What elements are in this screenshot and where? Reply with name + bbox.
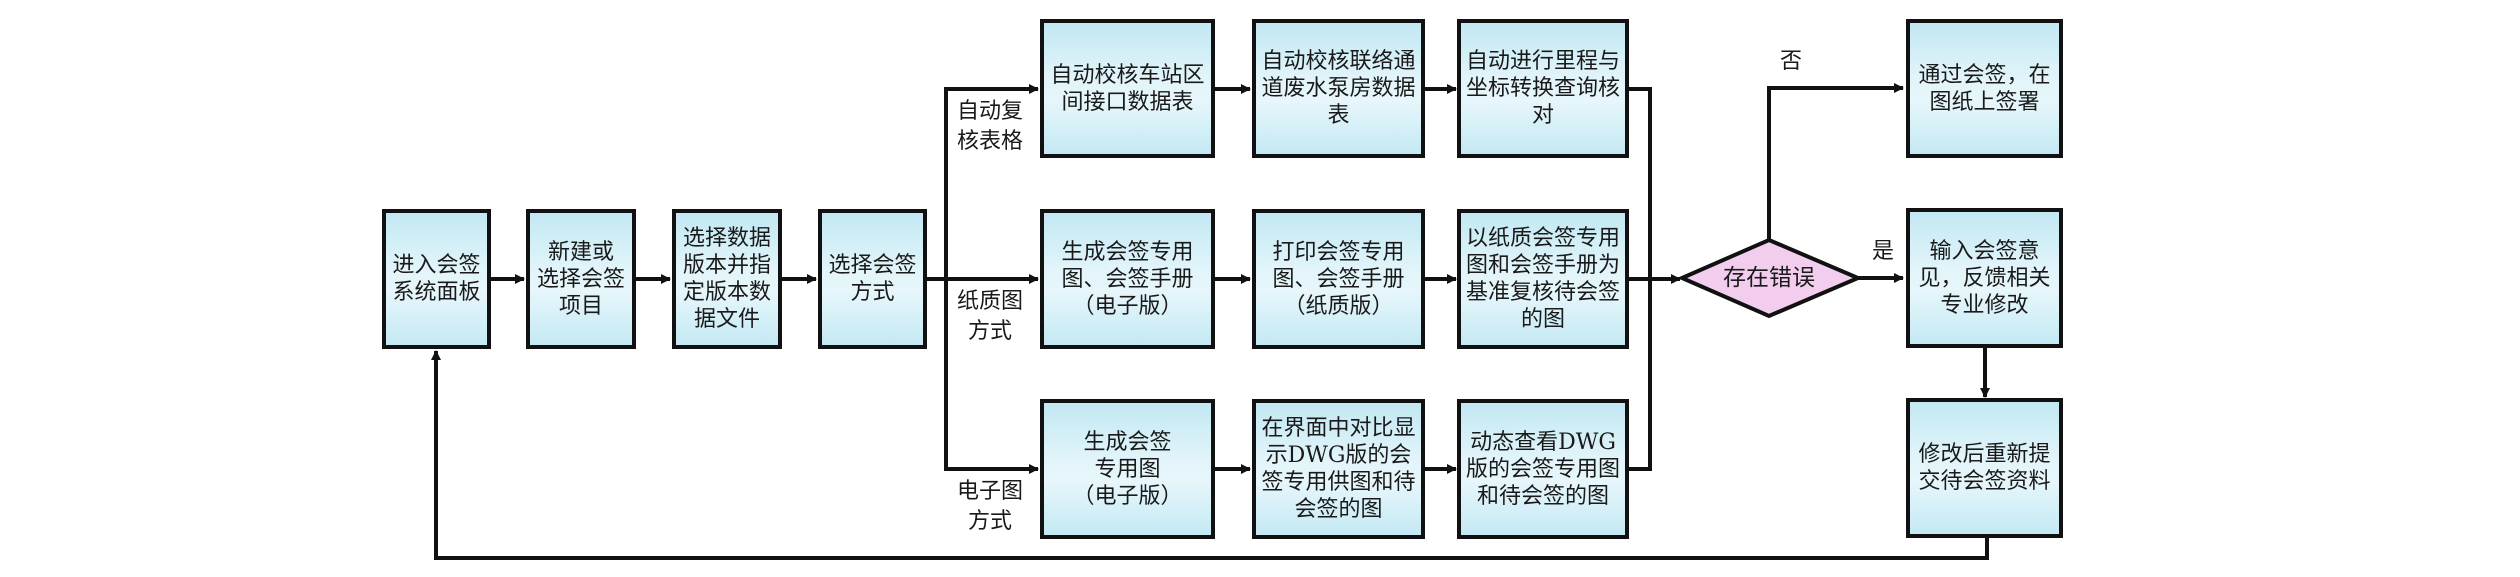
decision-text: 存在错误 — [1723, 265, 1815, 291]
box-text: 自动校核联络通 道废水泵房数据 表 — [1261, 49, 1416, 128]
box-feedback: 输入会签意 见，反馈相关 专业修改 — [1906, 208, 2063, 348]
decision-diamond — [1677, 237, 1864, 319]
box-paper-1: 生成会签专用 图、会签手册 （电子版） — [1040, 209, 1215, 349]
box-text: 打印会签专用 图、会签手册 （纸质版） — [1272, 239, 1405, 319]
merge-auto-line — [1628, 87, 1652, 471]
box-text: 新建或 选择会签 项目 — [536, 239, 625, 319]
box-text: 进入会签 系统面板 — [392, 253, 481, 305]
box-text: 生成会签专用 图、会签手册 （电子版） — [1061, 239, 1194, 319]
box-select-data-version: 选择数据 版本并指 定版本数 据文件 — [672, 209, 782, 349]
box-electronic-2: 在界面中对比显 示DWG版的会 签专用供图和待 会签的图 — [1252, 399, 1425, 539]
box-select-method: 选择会签 方式 — [818, 209, 927, 349]
box-text: 生成会签 专用图 （电子版） — [1072, 429, 1183, 509]
box-pass: 通过会签，在 图纸上签署 — [1906, 19, 2063, 158]
label-electronic: 电子图 方式 — [956, 479, 1023, 534]
box-text: 修改后重新提 交待会签资料 — [1918, 442, 2051, 494]
box-paper-3: 以纸质会签专用 图和会签手册为 基准复核待会签 的图 — [1457, 209, 1629, 349]
decision-yes-label: 是 — [1871, 239, 1894, 264]
box-paper-2: 打印会签专用 图、会签手册 （纸质版） — [1252, 209, 1425, 349]
box-new-or-select-project: 新建或 选择会签 项目 — [526, 209, 636, 349]
box-enter-panel: 进入会签 系统面板 — [382, 209, 491, 349]
box-auto-3: 自动进行里程与 坐标转换查询核 对 — [1457, 19, 1629, 158]
box-text: 以纸质会签专用 图和会签手册为 基准复核待会签 的图 — [1465, 226, 1620, 332]
box-text: 选择数据 版本并指 定版本数 据文件 — [682, 226, 771, 332]
box-text: 在界面中对比显 示DWG版的会 签专用供图和待 会签的图 — [1261, 416, 1416, 522]
decision-no-label: 否 — [1779, 49, 1802, 74]
box-text: 自动校核车站区 间接口数据表 — [1050, 62, 1205, 115]
box-text: 选择会签 方式 — [828, 253, 917, 305]
arrow-no-branch — [1767, 83, 1904, 240]
box-electronic-1: 生成会签 专用图 （电子版） — [1040, 399, 1215, 539]
box-resubmit: 修改后重新提 交待会签资料 — [1906, 398, 2063, 538]
box-electronic-3: 动态查看DWG 版的会签专用图 和待会签的图 — [1457, 399, 1629, 539]
box-text: 通过会签，在 图纸上签署 — [1918, 62, 2051, 115]
box-auto-2: 自动校核联络通 道废水泵房数据 表 — [1252, 19, 1425, 158]
box-auto-1: 自动校核车站区 间接口数据表 — [1040, 19, 1215, 158]
box-text: 输入会签意 见，反馈相关 专业修改 — [1918, 238, 2051, 318]
loop-back-line — [431, 350, 1989, 560]
box-text: 自动进行里程与 坐标转换查询核 对 — [1465, 49, 1620, 128]
label-auto-table: 自动复 核表格 — [956, 99, 1023, 154]
box-text: 动态查看DWG 版的会签专用图 和待会签的图 — [1465, 429, 1620, 509]
label-paper: 纸质图 方式 — [956, 289, 1023, 344]
